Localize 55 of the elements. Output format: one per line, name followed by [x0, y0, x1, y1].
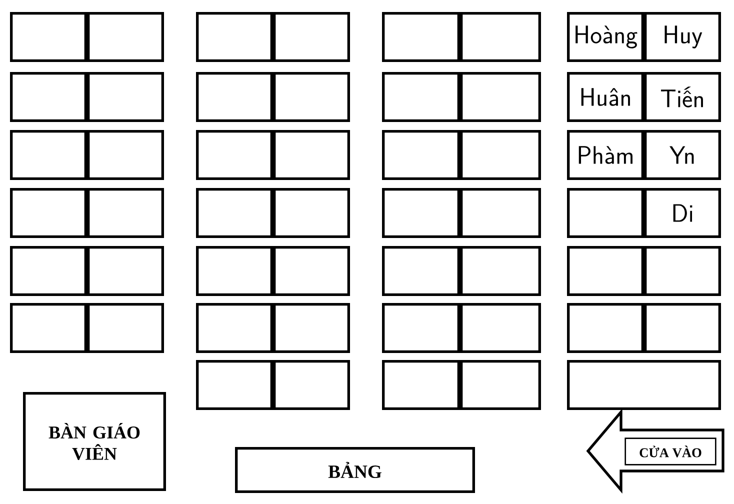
seat-box [273, 72, 350, 122]
seat-box [567, 303, 644, 353]
seat-box: Yn [644, 130, 722, 180]
seat-box [10, 303, 87, 353]
seat-box [10, 188, 87, 238]
seat-box [87, 12, 164, 62]
seat-box [273, 246, 350, 296]
seat-box: Di [644, 188, 722, 238]
seat-box [460, 130, 541, 180]
seat-box [10, 72, 87, 122]
seat-box [10, 12, 87, 62]
seat-box [10, 130, 87, 180]
seat-box [460, 303, 541, 353]
seat-box [196, 188, 273, 238]
seat-box: Tiến [644, 72, 722, 122]
seat-box [87, 188, 164, 238]
seat-box [87, 303, 164, 353]
seat-box [273, 303, 350, 353]
seat-box [460, 72, 541, 122]
seat-box [644, 246, 722, 296]
seat-box [196, 360, 273, 410]
seat-box [273, 360, 350, 410]
blackboard: BẢNG [235, 447, 475, 493]
seat-box [273, 12, 350, 62]
seat-box [567, 360, 722, 410]
seat-box [87, 246, 164, 296]
seat-box [567, 188, 644, 238]
seat-box [382, 188, 460, 238]
seat-box [196, 130, 273, 180]
seat-box [644, 303, 722, 353]
seat-box: Phàm [567, 130, 644, 180]
seat-box [382, 130, 460, 180]
seat-box [382, 12, 460, 62]
seat-box [382, 72, 460, 122]
seat-box [382, 246, 460, 296]
seat-box [87, 72, 164, 122]
seat-box [196, 246, 273, 296]
seat-box [196, 72, 273, 122]
seat-box [196, 12, 273, 62]
seat-box [273, 188, 350, 238]
seat-box: Hoàng [567, 12, 644, 62]
seat-box [460, 246, 541, 296]
seat-box [196, 303, 273, 353]
seat-box [382, 360, 460, 410]
seat-box [567, 246, 644, 296]
seat-box [460, 360, 541, 410]
seat-box [273, 130, 350, 180]
seat-box [460, 12, 541, 62]
seat-box: Huy [644, 12, 722, 62]
seat-box: Huân [567, 72, 644, 122]
seat-box [10, 246, 87, 296]
seat-box [460, 188, 541, 238]
teacher-desk: BÀN GIÁO VIÊN [23, 392, 166, 491]
seat-box [87, 130, 164, 180]
seat-box [382, 303, 460, 353]
